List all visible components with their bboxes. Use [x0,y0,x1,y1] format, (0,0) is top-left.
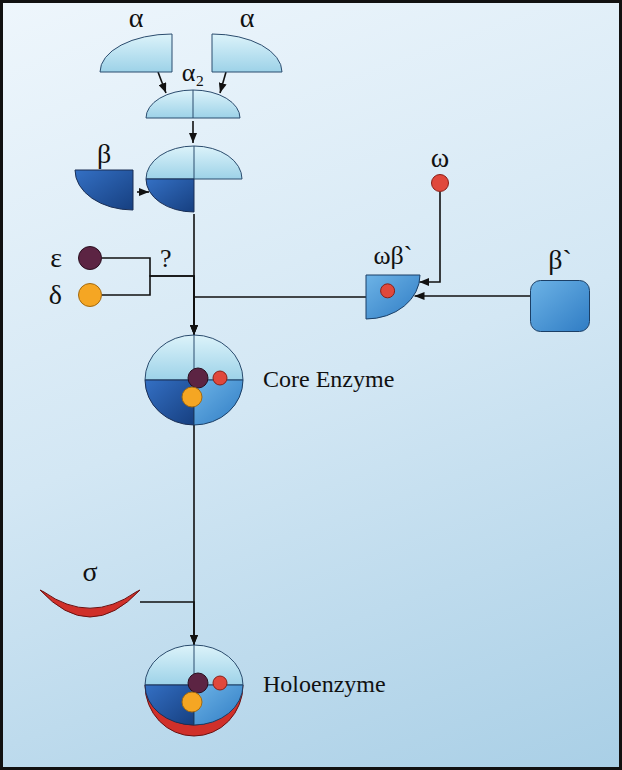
assembly-arrow [419,192,440,282]
epsilon-subunit: ε [78,246,102,270]
subunit-label: δ [49,279,62,311]
subunit-label: ω [431,142,449,174]
subunit-label: β [97,138,111,170]
subunit-label: σ [82,556,97,588]
subunit-label: α [240,2,255,34]
alpha-dimer: α₂ [146,90,240,118]
assembly-arrow [220,72,226,93]
beta-subunit-shape [75,170,133,210]
assembly-arrow [102,276,194,335]
omega-subunit-shape [431,174,449,192]
uncertainty-mark: ? [160,244,172,274]
alpha-dimer-shape [146,90,240,118]
omega-beta-prime: ωβ` [366,275,420,319]
holoenzyme-shape [145,645,243,737]
subunit-label: β` [548,244,572,276]
sigma-factor-shape [40,588,140,616]
assembly-arrow [102,258,194,335]
holoenzyme: Holoenzyme [145,645,243,737]
assembly-arrow [158,72,166,93]
assembly-arrow [194,297,366,335]
beta-subunit: β [75,170,133,210]
subunit-label: ε [50,242,62,274]
beta-prime-subunit: β` [530,280,590,332]
subunit-label: Core Enzyme [263,366,394,394]
assembly-arrow [140,602,194,645]
subunit-label: α₂ [182,58,205,88]
epsilon-subunit-shape [78,246,102,270]
delta-subunit-shape [78,283,102,307]
delta-subunit: δ [78,283,102,307]
alpha2-beta-intermediate [146,146,242,212]
alpha-subunit-shape [212,34,282,72]
sigma-factor: σ [40,588,140,616]
assembly-arrow [415,295,531,297]
beta-prime-subunit-shape [530,280,590,332]
alpha-subunit-shape [100,34,172,72]
omega-beta-prime-shape [366,275,420,319]
subunit-label: α [129,2,144,34]
core-enzyme-shape [145,335,243,425]
core-enzyme: Core Enzyme [145,335,243,425]
omega-subunit: ω [431,174,449,192]
assembly-arrow [137,191,149,193]
assembly-arrow [192,121,194,143]
subunit-label: Holoenzyme [263,671,386,699]
alpha-subunit: α [100,34,172,72]
alpha-subunit: α [212,34,282,72]
subunit-label: ωβ` [374,241,413,271]
